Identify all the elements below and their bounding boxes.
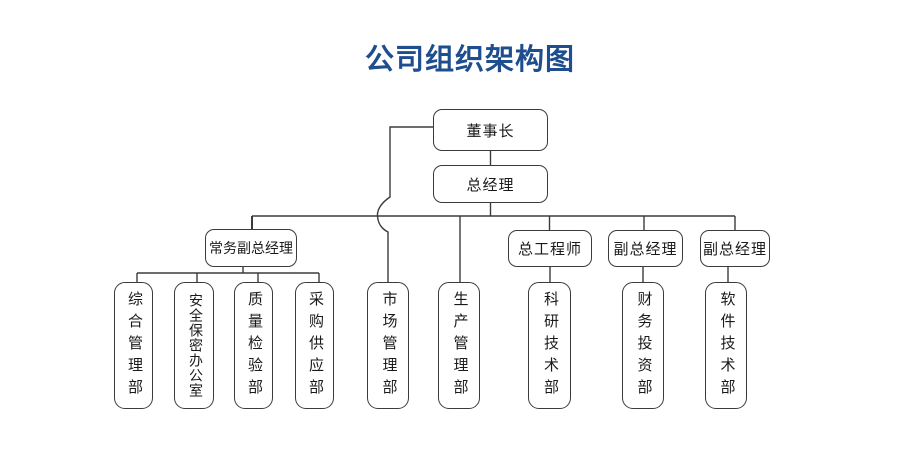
node-dept-research-technology: 科研技术部 (528, 282, 571, 409)
page-title: 公司组织架构图 (364, 44, 575, 76)
node-dept-quality-inspection-label: 质量检验部 (246, 290, 262, 401)
node-dept-procurement-supply: 采购供应部 (295, 282, 334, 409)
node-dept-production-management-label: 生产管理部 (451, 290, 468, 401)
node-deputy-gm-2: 副总经理 (700, 230, 770, 267)
node-chairman: 董事长 (433, 109, 548, 151)
node-dept-security-office: 安全保密办公室 (174, 282, 214, 409)
node-dept-general-management: 综合管理部 (114, 282, 153, 409)
node-general-manager: 总经理 (433, 165, 548, 203)
node-dept-general-management-label: 综合管理部 (126, 290, 142, 401)
node-chairman-label: 董事长 (466, 123, 515, 140)
node-dept-procurement-supply-label: 采购供应部 (307, 290, 323, 401)
node-dept-finance-investment-label: 财务投资部 (635, 290, 652, 401)
node-chief-engineer-label: 总工程师 (517, 242, 582, 258)
node-deputy-gm-1-label: 副总经理 (613, 242, 678, 258)
node-executive-deputy-gm: 常务副总经理 (205, 229, 297, 267)
node-chief-engineer: 总工程师 (508, 230, 592, 267)
node-dept-software-technology-label: 软件技术部 (718, 290, 735, 401)
node-dept-software-technology: 软件技术部 (705, 282, 747, 409)
node-general-manager-label: 总经理 (466, 177, 515, 194)
node-dept-security-office-label: 安全保密办公室 (187, 293, 202, 398)
node-deputy-gm-2-label: 副总经理 (702, 242, 767, 258)
node-dept-research-technology-label: 科研技术部 (542, 290, 558, 401)
node-dept-market-management-label: 市场管理部 (380, 290, 397, 401)
node-dept-market-management: 市场管理部 (367, 282, 409, 409)
node-dept-production-management: 生产管理部 (438, 282, 480, 409)
node-executive-deputy-gm-label: 常务副总经理 (209, 242, 293, 257)
node-dept-quality-inspection: 质量检验部 (234, 282, 273, 409)
node-deputy-gm-1: 副总经理 (608, 230, 683, 267)
node-dept-finance-investment: 财务投资部 (622, 282, 664, 409)
